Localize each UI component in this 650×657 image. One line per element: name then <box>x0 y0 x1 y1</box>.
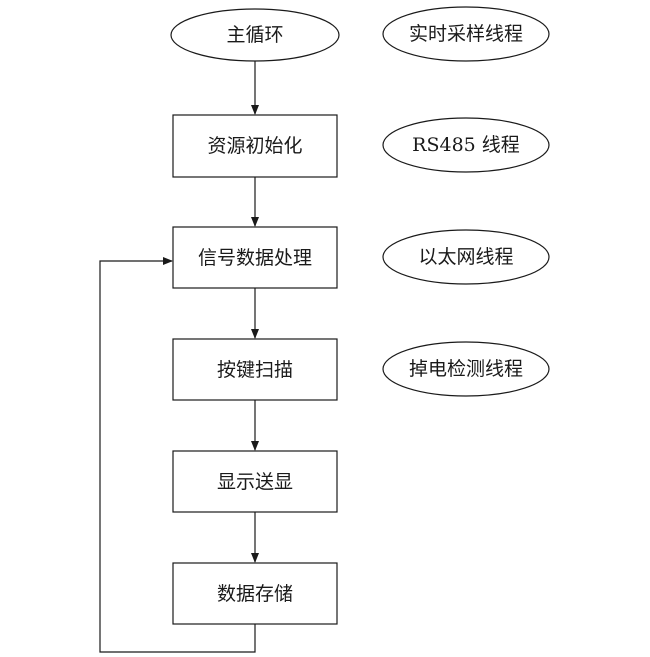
node-key-scan-label: 按键扫描 <box>217 359 293 381</box>
thread-realtime-sampling-label: 实时采样线程 <box>409 23 523 45</box>
node-resource-init: 资源初始化 <box>172 114 338 178</box>
node-data-storage-label: 数据存储 <box>217 583 293 605</box>
thread-power-loss-detection: 掉电检测线程 <box>382 341 550 397</box>
thread-power-loss-detection-label: 掉电检测线程 <box>409 358 523 380</box>
thread-realtime-sampling: 实时采样线程 <box>382 6 550 62</box>
node-main-loop-label: 主循环 <box>226 24 283 46</box>
edge-storage-loop-back <box>99 257 256 653</box>
thread-rs485-label: RS485 线程 <box>412 134 520 156</box>
thread-rs485: RS485 线程 <box>382 117 550 173</box>
node-resource-init-label: 资源初始化 <box>207 135 302 157</box>
node-signal-processing-label: 信号数据处理 <box>198 247 312 269</box>
node-display-output-label: 显示送显 <box>217 471 293 493</box>
thread-ethernet: 以太网线程 <box>382 229 550 285</box>
node-display-output: 显示送显 <box>172 450 338 513</box>
node-signal-processing: 信号数据处理 <box>172 226 338 289</box>
node-key-scan: 按键扫描 <box>172 338 338 401</box>
thread-ethernet-label: 以太网线程 <box>418 246 513 268</box>
node-main-loop: 主循环 <box>170 8 340 62</box>
node-data-storage: 数据存储 <box>172 562 338 625</box>
